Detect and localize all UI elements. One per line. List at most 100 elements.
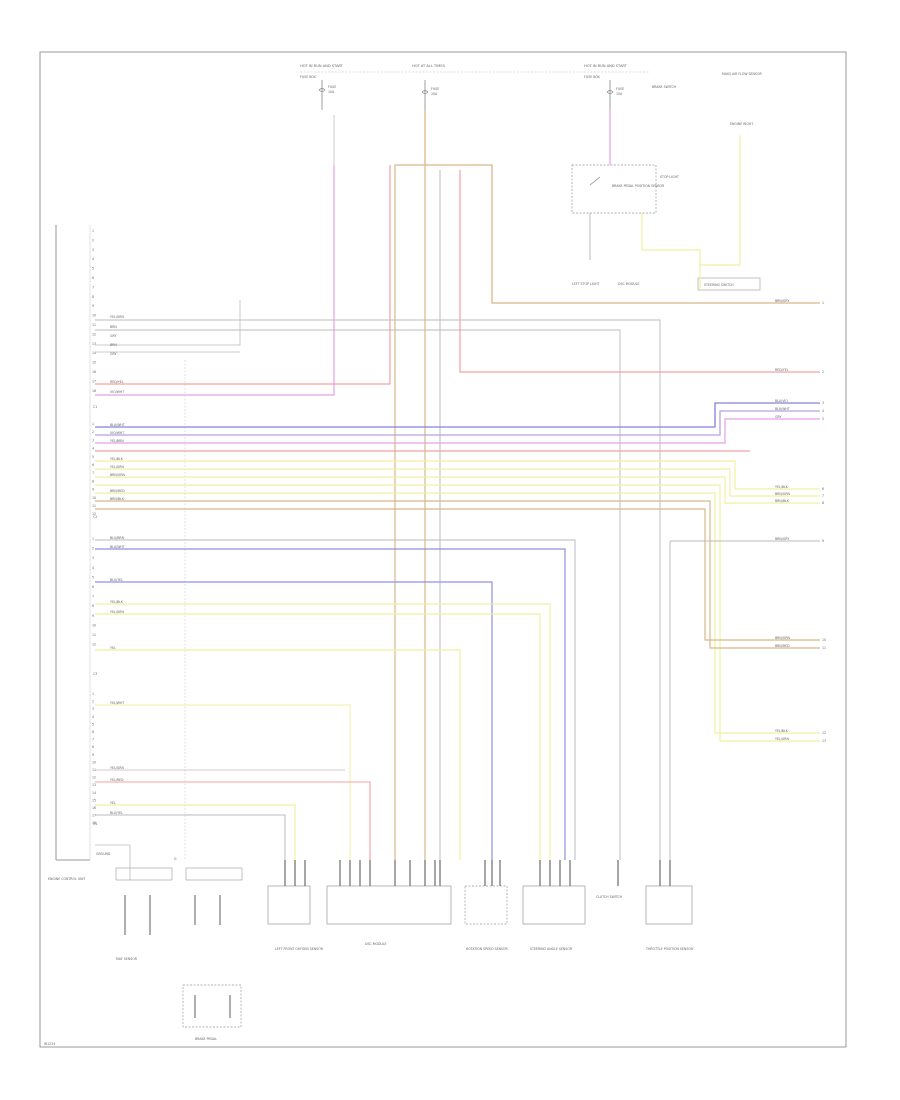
module-pin: 9	[92, 488, 94, 492]
right-pin-number: 2	[822, 370, 824, 374]
fuse-right-icon	[606, 90, 614, 94]
right-pin-number: 13	[822, 739, 826, 743]
stop-light-label: STOP LIGHT	[660, 175, 679, 179]
wire-label: YEL/GRN	[110, 610, 124, 614]
wire-label: BRN/RED	[110, 489, 125, 493]
comp-c3: DSC MODULE	[365, 942, 387, 946]
brake-switch-label: BRAKE SWITCH	[652, 85, 677, 89]
wire-label: BLU/YEL	[110, 811, 123, 815]
module-pin: 5	[92, 267, 94, 271]
wire-label: BLU/BRN	[110, 536, 125, 540]
right-pin-number: 1	[822, 301, 824, 305]
fuse-box-left-label: FUSE BOX	[300, 75, 317, 79]
module-pin: 18	[92, 821, 96, 825]
right-pin-number: 5	[822, 417, 824, 421]
module-name: ENGINE CONTROL UNIT	[48, 877, 85, 881]
right-wire-label: BLU/VIO	[775, 399, 788, 403]
module-pin: 5	[92, 455, 94, 459]
steering-sw-label: STEERING SWITCH	[704, 283, 734, 287]
module-pin: 1	[92, 229, 94, 233]
wire-label: GRY	[110, 334, 116, 338]
wire-label: YEL/BLK	[110, 600, 124, 604]
right-wire-label: BRN/GRY	[775, 299, 789, 303]
module-pin: 10	[92, 496, 96, 500]
wire-label: BLU/WHT	[110, 545, 125, 549]
wire-label: YEL/GRN	[110, 315, 124, 319]
ground-label: G	[174, 857, 177, 861]
wire-label: BLU/YEL	[110, 578, 123, 582]
module-pin: 12	[92, 332, 96, 336]
brake-switch-box	[571, 164, 657, 214]
module-pin: 1	[92, 692, 94, 696]
module-pin: 2	[92, 430, 94, 434]
module-pin: 9	[92, 753, 94, 757]
bottom-left-label: GROUND	[96, 852, 111, 856]
module-pin: 11	[92, 504, 96, 508]
module-pin: 10	[92, 623, 96, 627]
wire-label: GRY	[110, 352, 116, 356]
module-pin: 16	[92, 370, 96, 374]
module-pin: 11	[92, 633, 96, 637]
connector-c4: C4	[93, 822, 97, 826]
module-pin: 13	[92, 342, 96, 346]
module-pin: 3	[92, 248, 94, 252]
right-wire-label: BRN/BLK	[775, 499, 790, 503]
hot-right-label: HOT IN RUN AND START	[584, 64, 628, 68]
right-wire-label: BRN/RED	[775, 644, 790, 648]
module-pin: 10	[92, 760, 96, 764]
connector-c2: C2	[93, 515, 97, 519]
right-bottom-connector	[185, 867, 243, 881]
left-bottom-connector	[115, 867, 173, 881]
right-pin-number: 8	[822, 501, 824, 505]
bottom-components: LEFT FRONT OXYGEN SENSOR DSC MODULE ROTA…	[44, 852, 694, 1046]
top-fuse-area: HOT IN RUN AND START HOT AT ALL TIMES HO…	[300, 64, 762, 165]
module-pin: 12	[92, 776, 96, 780]
module-pin: 4	[92, 257, 94, 261]
wire-label: VIO/WHT	[110, 431, 124, 435]
wire-label: BRN	[110, 325, 117, 329]
module-pin: 9	[92, 304, 94, 308]
module-pin: 11	[92, 323, 96, 327]
wire-label: YEL/GRN	[110, 465, 124, 469]
brake-pedal-box	[182, 984, 242, 1028]
module-pin: 16	[92, 806, 96, 810]
wire-label: YEL/WHT	[110, 701, 124, 705]
comp-c1: LEFT FRONT OXYGEN SENSOR	[275, 947, 324, 951]
wire-label: YEL/BLK	[110, 457, 124, 461]
wire-label: BLU/WHT	[110, 423, 125, 427]
module-pin: 7	[92, 595, 94, 599]
right-pin-number: 11	[822, 646, 826, 650]
right-pin-number: 4	[822, 409, 824, 413]
module-pin: 10	[92, 314, 96, 318]
module-pin: 6	[92, 276, 94, 280]
right-wire-label: YEL/BLK	[775, 729, 789, 733]
module-pin: 8	[92, 295, 94, 299]
right-pin-number: 7	[822, 494, 824, 498]
comp-c8: BRAKE PEDAL	[195, 1037, 217, 1041]
left-light-label: LEFT STOP LIGHT	[572, 282, 600, 286]
module-pin: 8	[92, 479, 94, 483]
module-pin: 4	[92, 447, 94, 451]
comp-c2: MAF SENSOR	[116, 957, 138, 961]
steering-angle-box	[522, 885, 586, 925]
module-pin: 5	[92, 575, 94, 579]
right-wire-label: BRN/GRN	[775, 636, 791, 640]
o2-sensor-box	[267, 885, 311, 925]
wire-label: YEL/BRN	[110, 439, 124, 443]
right-pin-number: 9	[822, 539, 824, 543]
module-pin: 8	[92, 604, 94, 608]
engine-right-label: ENGINE RIGHT	[730, 122, 753, 126]
module-pin: 15	[92, 798, 96, 802]
fuse-center-b: 20A	[431, 92, 438, 96]
wire-label: RED/YEL	[110, 380, 124, 384]
fuse-center-icon	[421, 90, 429, 94]
fuse-left-icon	[318, 88, 326, 92]
module-pin: 12	[92, 512, 96, 516]
brake-pedal-label: BRAKE PEDAL POSITION SENSOR	[612, 184, 665, 188]
module-pin: 2	[92, 238, 94, 242]
hot-left-label: HOT IN RUN AND START	[300, 64, 344, 68]
right-pin-number: 10	[822, 638, 826, 642]
module-pin: 2	[92, 547, 94, 551]
speed-sensor-box	[464, 885, 508, 925]
comp-c6: CLUTCH SWITCH	[596, 895, 623, 899]
